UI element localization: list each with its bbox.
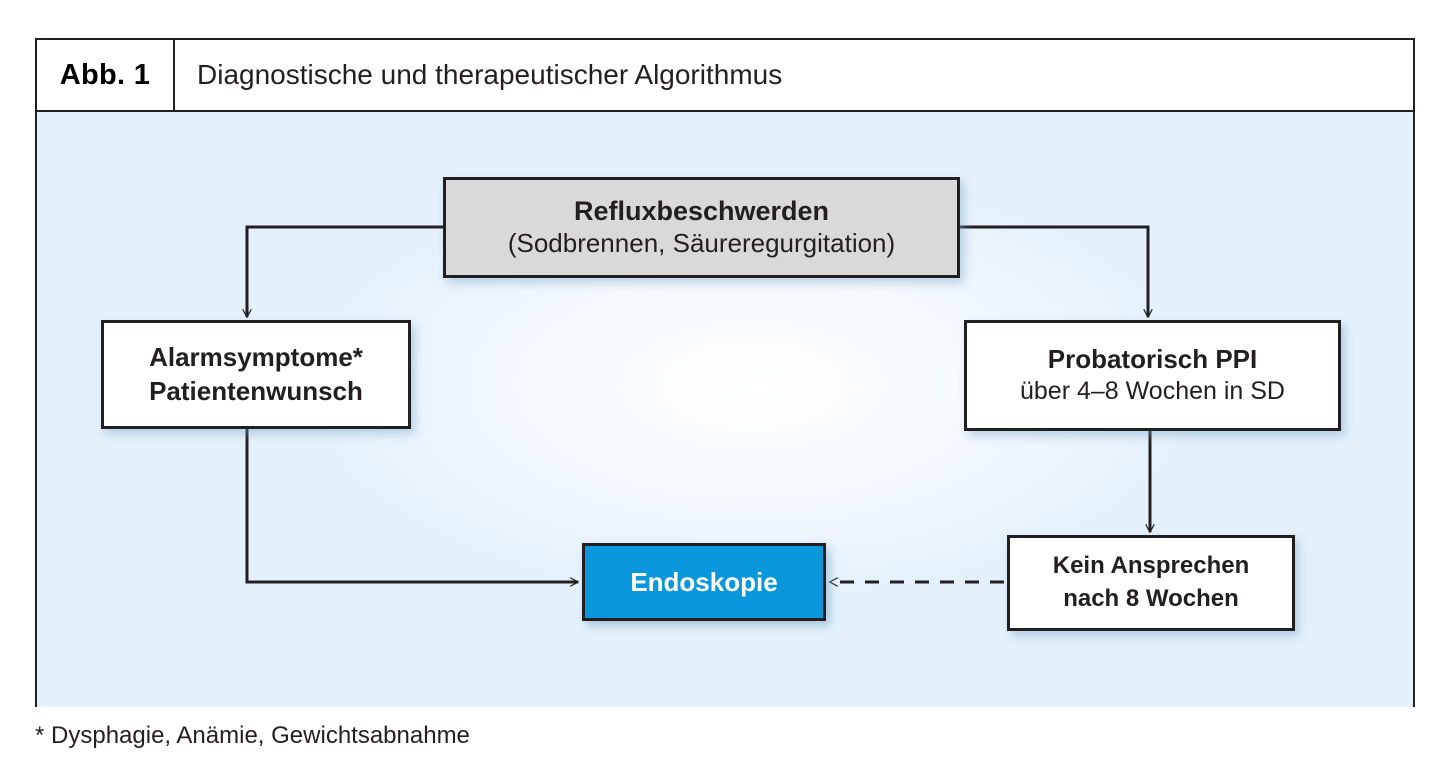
node-refluxbeschwerden[interactable]: Refluxbeschwerden (Sodbrennen, Säureregu…: [443, 177, 960, 278]
node-probatorisch-ppi-subtitle: über 4–8 Wochen in SD: [1020, 377, 1285, 406]
edge-reflux-to-ppi: [960, 225, 1148, 317]
figure-number-label: Abb. 1: [37, 40, 175, 110]
figure-frame: Abb. 1 Diagnostische und therapeutischer…: [35, 38, 1415, 707]
node-probatorisch-ppi[interactable]: Probatorisch PPI über 4–8 Wochen in SD: [964, 320, 1341, 431]
node-kein-ansprechen-line-1: Kein Ansprechen: [1052, 552, 1250, 580]
figure-title: Diagnostische und therapeutischer Algori…: [197, 59, 783, 90]
node-alarmsymptome[interactable]: Alarmsymptome* Patientenwunsch: [101, 320, 411, 429]
edge-alarm-to-endoscopy: [245, 429, 578, 582]
node-probatorisch-ppi-title: Probatorisch PPI: [1047, 344, 1258, 375]
node-refluxbeschwerden-subtitle: (Sodbrennen, Säureregurgitation): [507, 228, 896, 259]
node-alarmsymptome-line-1: Alarmsymptome*: [149, 341, 363, 372]
node-endoskopie[interactable]: Endoskopie: [582, 543, 826, 621]
node-kein-ansprechen[interactable]: Kein Ansprechen nach 8 Wochen: [1007, 535, 1295, 631]
node-alarmsymptome-line-2: Patientenwunsch: [149, 375, 363, 406]
figure-footnote: * Dysphagie, Anämie, Gewichtsabnahme: [35, 722, 470, 749]
diagram-canvas: Refluxbeschwerden (Sodbrennen, Säureregu…: [37, 112, 1413, 707]
figure-header: Abb. 1 Diagnostische und therapeutischer…: [37, 40, 1413, 112]
edge-reflux-to-alarm: [247, 225, 443, 317]
node-kein-ansprechen-line-2: nach 8 Wochen: [1063, 585, 1239, 612]
node-refluxbeschwerden-title: Refluxbeschwerden: [573, 196, 830, 227]
node-endoskopie-label: Endoskopie: [630, 566, 778, 597]
